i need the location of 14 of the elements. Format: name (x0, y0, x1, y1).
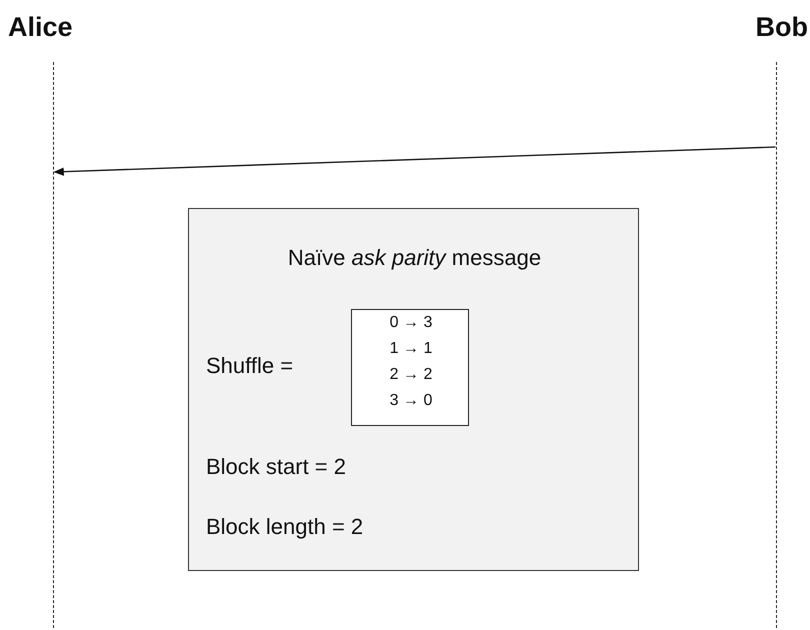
participant-name: Alice (8, 12, 73, 43)
message-arrow (53, 146, 776, 176)
block-length-label: Block length = 2 (206, 514, 364, 540)
mapping-row-text: 0 → 3 (388, 314, 434, 332)
mapping-row-text: 1 → 1 (388, 340, 434, 358)
message-title: Naïve ask parity message (286, 245, 542, 271)
mapping-row-text: 2 → 2 (388, 366, 434, 384)
message-box (188, 208, 639, 571)
block-start-label: Block start = 2 (206, 454, 348, 480)
mapping-row-text: 3 → 0 (388, 392, 434, 410)
shuffle-table (351, 309, 469, 426)
lifeline (52, 62, 54, 628)
participant-name: Bob (756, 12, 808, 43)
shuffle-label: Shuffle = (206, 353, 294, 379)
